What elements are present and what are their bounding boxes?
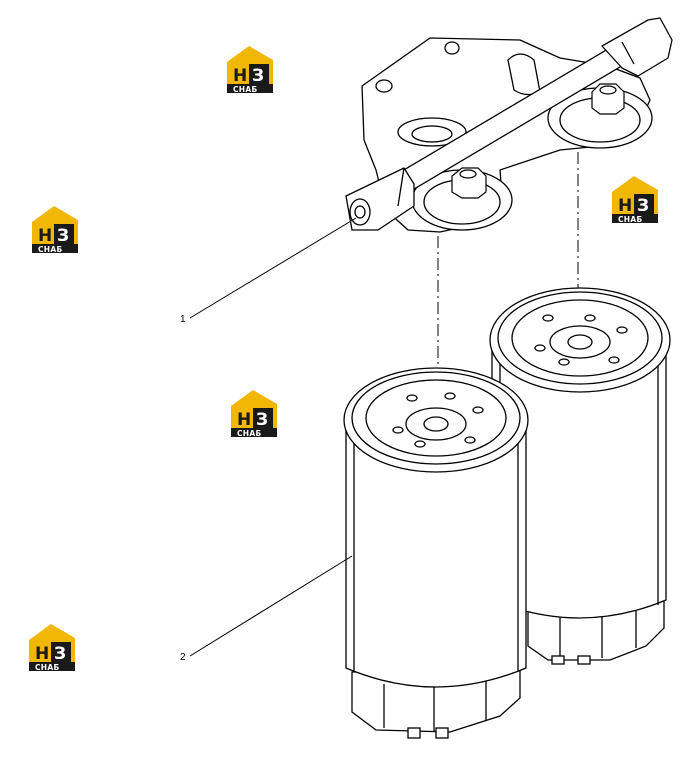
watermark-letter-e: З [256,410,268,430]
mounting-bolts [451,83,625,199]
watermark-letter-h: Н [618,196,632,216]
watermark-logo: Н З СНАБ [612,176,658,224]
watermark-letter-h: Н [35,644,49,664]
watermark-letter-h: Н [38,226,52,246]
callout-label-2: 2 [180,652,186,663]
watermark-letter-e: З [252,66,264,86]
watermark-letter-h: Н [233,66,247,86]
watermark-logo: Н З СНАБ [32,206,78,254]
watermark-letter-h: Н [237,410,251,430]
watermark-logo: Н З СНАБ [29,624,75,672]
watermark-letter-e: З [57,226,69,246]
fuel-filter-front [343,367,529,739]
fuel-filter-rear [489,287,671,665]
watermark-letter-e: З [637,196,649,216]
watermark-text: СНАБ [38,245,63,254]
watermark-logo: Н З СНАБ [231,390,277,438]
watermark-text: СНАБ [618,215,643,224]
callout-2: 2 [180,555,353,663]
watermark-text: СНАБ [35,663,60,672]
watermark-text: СНАБ [233,85,258,94]
callout-1: 1 [180,217,357,325]
watermark-logo: Н З СНАБ [227,46,273,94]
watermark-letter-e: З [54,644,66,664]
watermark-text: СНАБ [237,429,262,438]
callout-label-1: 1 [180,314,186,325]
